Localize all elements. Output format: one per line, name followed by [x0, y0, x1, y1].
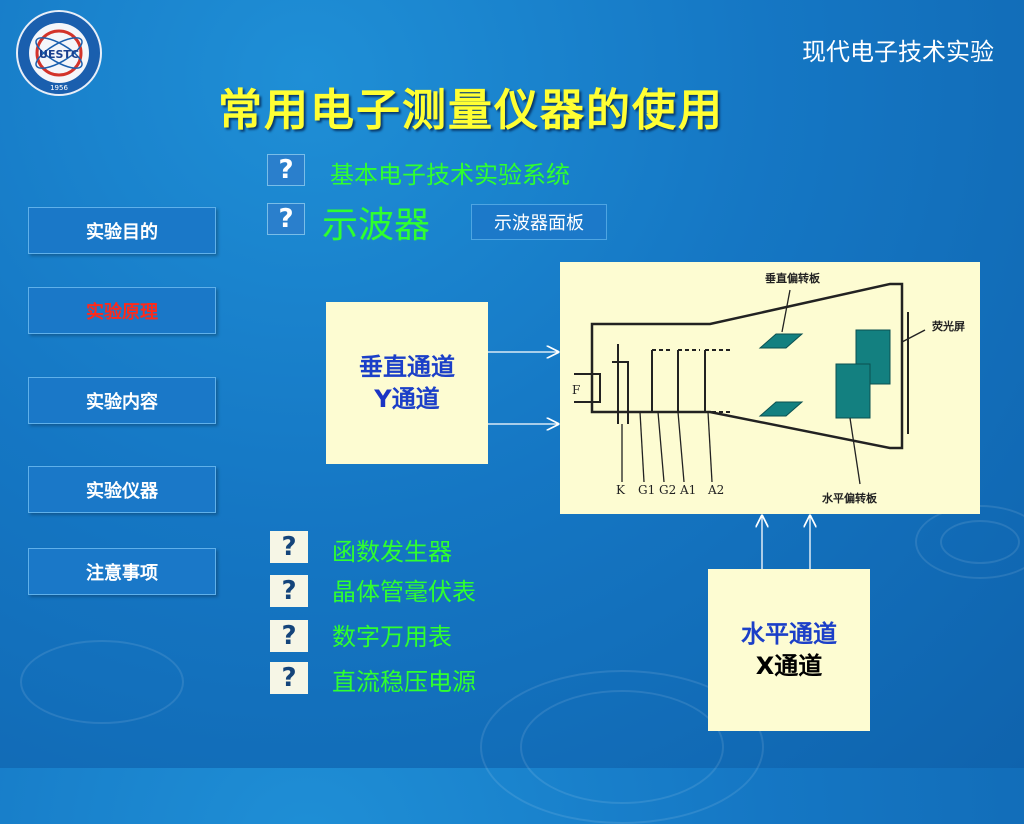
- sidebar-item-instruments[interactable]: 实验仪器: [28, 466, 216, 513]
- x-channel-suffix: 通道: [774, 652, 823, 680]
- horizontal-plates-label: 水平偏转板: [822, 491, 878, 505]
- page-title: 常用电子测量仪器的使用: [218, 85, 724, 136]
- logo-text: UESTC: [39, 48, 79, 61]
- electrode-label-g1: G1: [638, 483, 655, 497]
- oscilloscope-panel-button[interactable]: 示波器面板: [471, 204, 607, 240]
- item-dc-power-supply[interactable]: 直流稳压电源: [332, 668, 476, 696]
- x-channel-subtitle: X通道: [756, 650, 823, 682]
- horizontal-plate-front: [835, 363, 871, 419]
- x-channel-title: 水平通道: [741, 619, 837, 648]
- y-channel-subtitle: Y通道: [374, 383, 439, 415]
- sidebar-item-content[interactable]: 实验内容: [28, 377, 216, 424]
- item-oscilloscope[interactable]: 示波器: [322, 205, 431, 246]
- crt-diagram: F K G1 G2 A1 A2: [560, 262, 980, 514]
- question-icon[interactable]: ?: [267, 154, 305, 186]
- sidebar-item-notes[interactable]: 注意事项: [28, 548, 216, 595]
- question-icon[interactable]: ?: [270, 575, 308, 607]
- item-function-generator[interactable]: 函数发生器: [332, 538, 452, 566]
- logo-year: 1956: [50, 84, 68, 92]
- item-millivoltmeter[interactable]: 晶体管毫伏表: [332, 578, 476, 606]
- vertical-plate-bottom: [758, 401, 804, 417]
- vertical-plates-label: 垂直偏转板: [765, 271, 821, 285]
- screen-label: 荧光屏: [932, 319, 965, 333]
- sidebar-item-principle[interactable]: 实验原理: [28, 287, 216, 334]
- electrode-labels: K G1 G2 A1 A2: [616, 483, 724, 497]
- course-title: 现代电子技术实验: [802, 38, 994, 66]
- filament-label: F: [572, 383, 580, 397]
- x-channel-box: 水平通道 X通道: [708, 569, 870, 731]
- y-channel-box: 垂直通道 Y通道: [326, 302, 488, 464]
- x-channel-letter: X: [755, 652, 775, 680]
- electrode-label-k: K: [616, 483, 626, 497]
- question-icon[interactable]: ?: [270, 662, 308, 694]
- item-basic-system[interactable]: 基本电子技术实验系统: [330, 161, 570, 189]
- y-channel-letter: Y: [374, 385, 392, 413]
- connection-arrows: [546, 0, 1024, 528]
- vertical-plate-top: [758, 333, 804, 349]
- electrode-label-a1: A1: [679, 483, 696, 497]
- question-icon[interactable]: ?: [270, 620, 308, 652]
- sidebar-item-purpose[interactable]: 实验目的: [28, 207, 216, 254]
- electrode-label-g2: G2: [659, 483, 676, 497]
- question-icon[interactable]: ?: [270, 531, 308, 563]
- question-icon[interactable]: ?: [267, 203, 305, 235]
- y-channel-suffix: 通道: [391, 385, 440, 413]
- y-channel-title: 垂直通道: [359, 352, 455, 381]
- electrode-label-a2: A2: [707, 483, 724, 497]
- uestc-logo: UESTC 1956: [16, 10, 102, 96]
- item-digital-multimeter[interactable]: 数字万用表: [332, 623, 452, 651]
